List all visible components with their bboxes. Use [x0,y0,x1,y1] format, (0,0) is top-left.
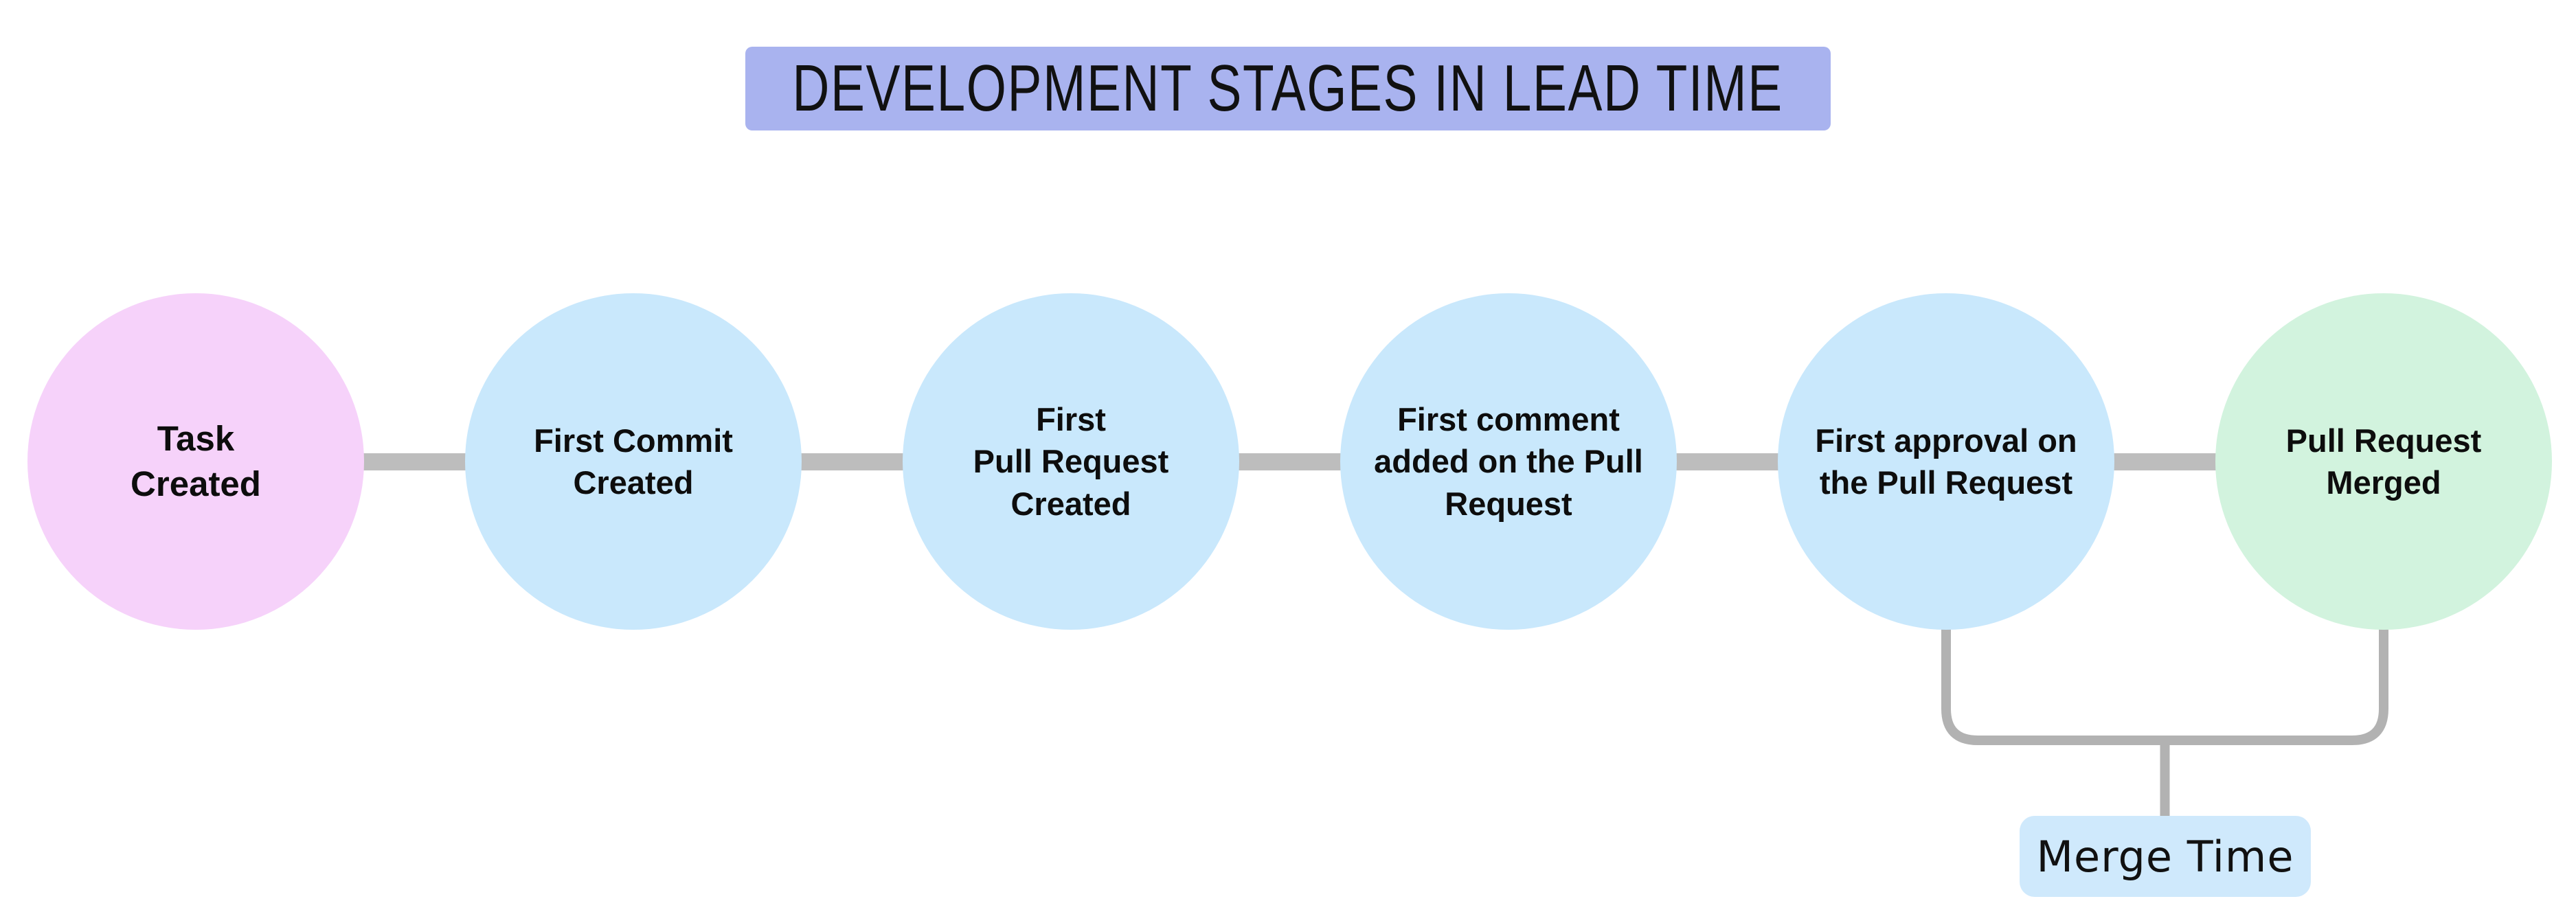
stage-first-pull-request-created: First Pull Request Created [903,293,1239,630]
stage-first-approval: First approval on the Pull Request [1778,293,2114,630]
merge-time-label: Merge Time [2036,831,2294,882]
diagram-title: DEVELOPMENT STAGES IN LEAD TIME [792,52,1784,125]
diagram-title-box: DEVELOPMENT STAGES IN LEAD TIME [745,47,1831,130]
stage-first-commit-created: First Commit Created [465,293,802,630]
merge-time-chip: Merge Time [2020,816,2311,897]
bracket-curve [1941,622,2388,745]
stage-pull-request-merged: Pull Request Merged [2215,293,2552,630]
stage-task-created: Task Created [27,293,364,630]
stage-first-comment-added: First comment added on the Pull Request [1340,293,1677,630]
